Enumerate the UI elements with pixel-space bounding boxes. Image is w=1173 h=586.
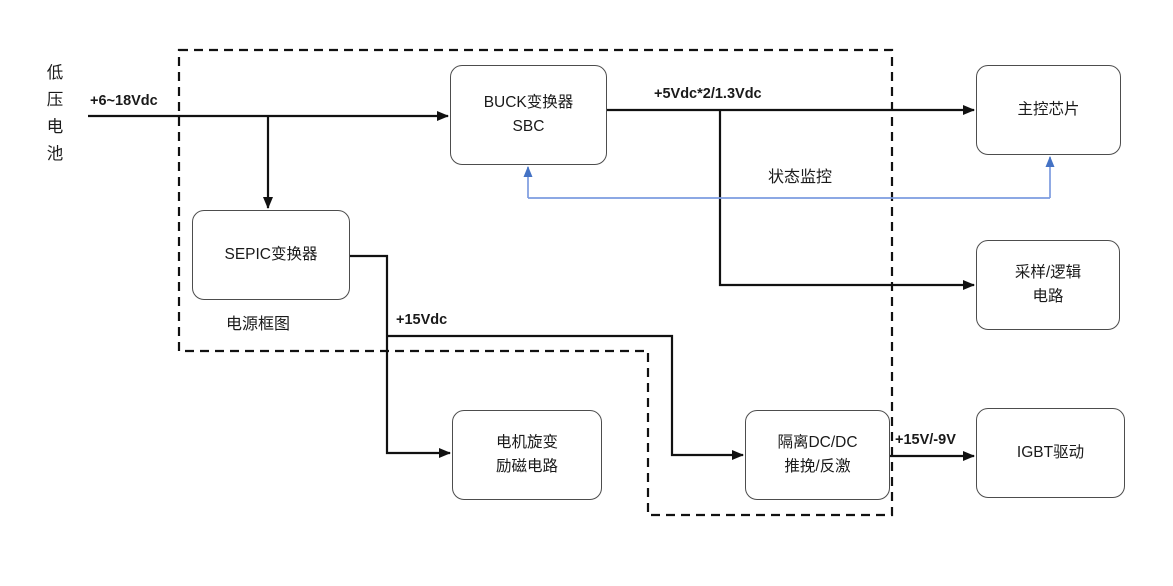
power-boundary-dashed-outline — [177, 48, 894, 517]
edge-sepic-to-isolated — [387, 334, 744, 460]
node-main-control-chip: 主控芯片 — [976, 65, 1121, 155]
edge-buck-to-sample — [718, 110, 975, 290]
label-input-voltage: +6~18Vdc — [90, 93, 158, 109]
label-status-monitoring: 状态监控 — [768, 169, 833, 186]
node-resolver-excitation-circuit: 电机旋变 励磁电路 — [452, 410, 602, 500]
label-15v-rail: +15Vdc — [396, 312, 448, 328]
edge-sepic-to-resolver — [350, 254, 451, 458]
battery-source-label: 低 压 电 池 — [46, 64, 64, 163]
node-sepic-converter: SEPIC变换器 — [192, 210, 350, 300]
label-5v-rail: +5Vdc*2/1.3Vdc — [654, 86, 762, 102]
node-sampling-logic-circuit: 采样/逻辑 电路 — [976, 240, 1120, 330]
node-buck-converter: BUCK变换器 SBC — [450, 65, 607, 165]
node-igbt-driver: IGBT驱动 — [976, 408, 1125, 498]
node-isolated-dcdc: 隔离DC/DC 推挽/反激 — [745, 410, 890, 500]
label-igbt-rail: +15V/-9V — [895, 432, 956, 448]
diagram-title: 电源框图 — [226, 316, 291, 333]
